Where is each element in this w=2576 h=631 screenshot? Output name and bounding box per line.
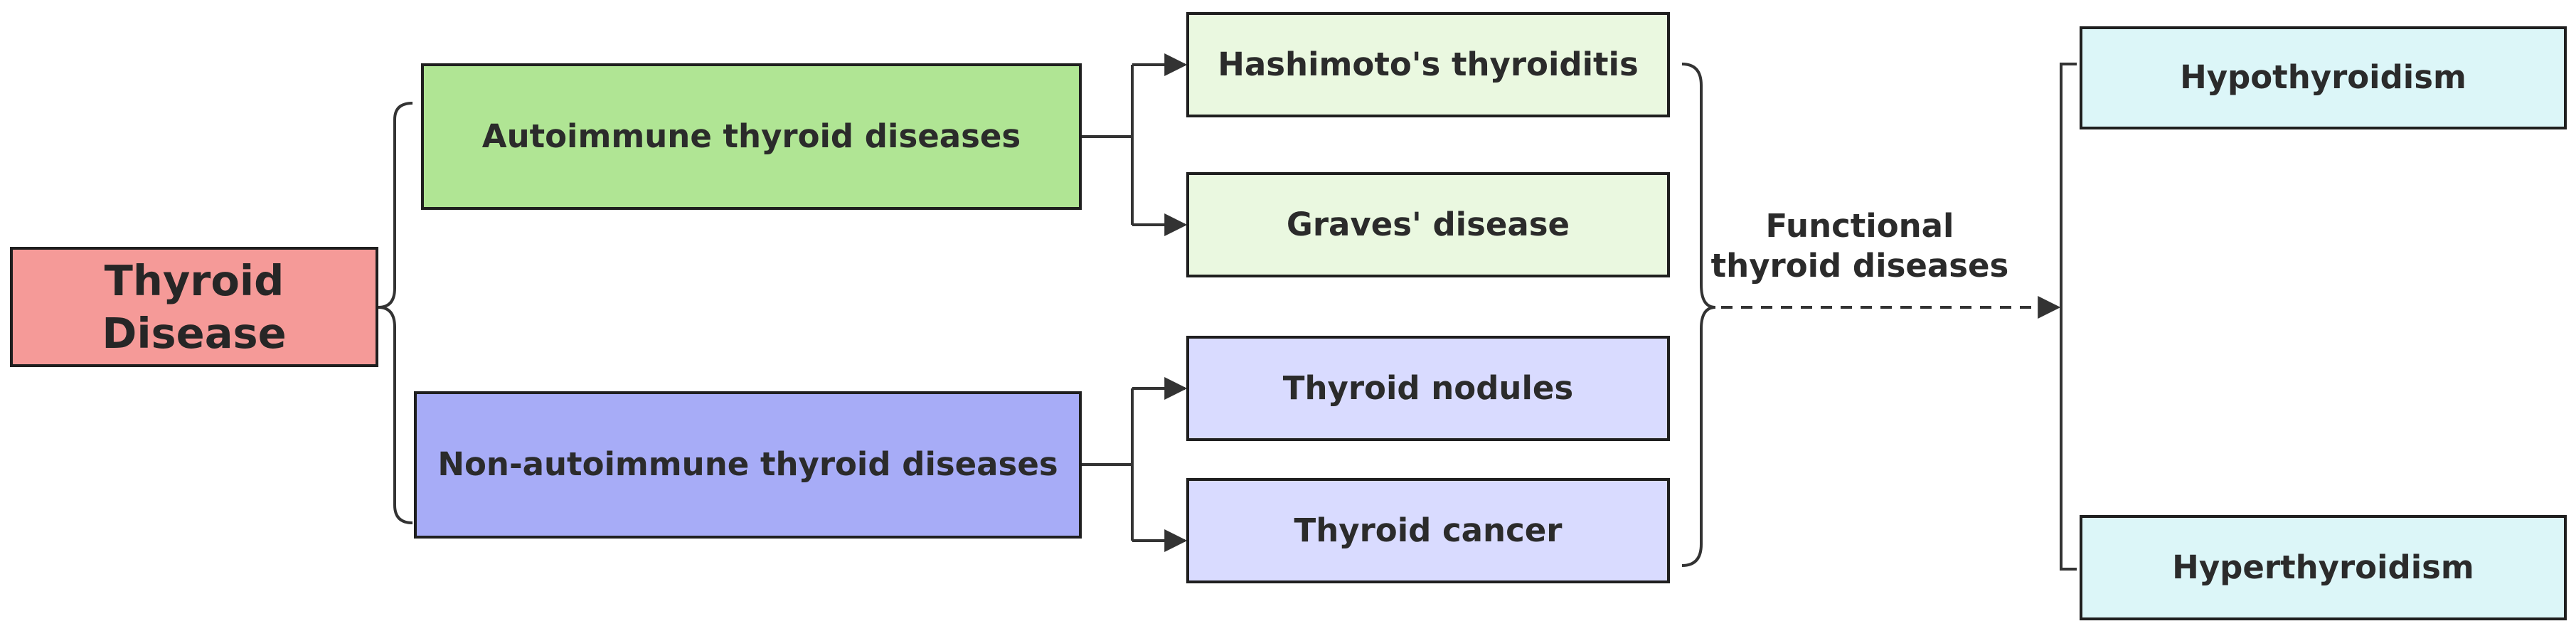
root-brace-lower <box>378 306 413 524</box>
hypothyroidism-label: Hypothyroidism <box>2180 58 2466 97</box>
thyroid-cancer-node: Thyroid cancer <box>1186 478 1670 583</box>
hypothyroidism-node: Hypothyroidism <box>2080 26 2567 129</box>
hashimoto-label: Hashimoto's thyroiditis <box>1218 45 1639 83</box>
autoimmune-node: Autoimmune thyroid diseases <box>421 63 1082 210</box>
thyroid-nodules-node: Thyroid nodules <box>1186 336 1670 441</box>
root-thyroid-disease: Thyroid Disease <box>10 247 378 367</box>
right-brace <box>1681 63 1716 567</box>
thyroid-cancer-label: Thyroid cancer <box>1294 511 1563 549</box>
non-autoimmune-node: Non-autoimmune thyroid diseases <box>414 391 1082 539</box>
graves-node: Graves' disease <box>1186 172 1670 277</box>
hyperthyroidism-label: Hyperthyroidism <box>2172 548 2474 586</box>
graves-label: Graves' disease <box>1286 205 1570 243</box>
non-autoimmune-label: Non-autoimmune thyroid diseases <box>437 445 1058 484</box>
thyroid-nodules-label: Thyroid nodules <box>1282 368 1574 407</box>
functional-thyroid-diseases-label: Functional thyroid diseases <box>1710 207 2009 285</box>
autoimmune-label: Autoimmune thyroid diseases <box>481 117 1021 155</box>
functional-bracket <box>2060 63 2077 571</box>
hyperthyroidism-node: Hyperthyroidism <box>2080 515 2567 620</box>
root-label: Thyroid Disease <box>102 255 287 358</box>
root-brace <box>378 102 413 309</box>
hashimoto-node: Hashimoto's thyroiditis <box>1186 12 1670 117</box>
